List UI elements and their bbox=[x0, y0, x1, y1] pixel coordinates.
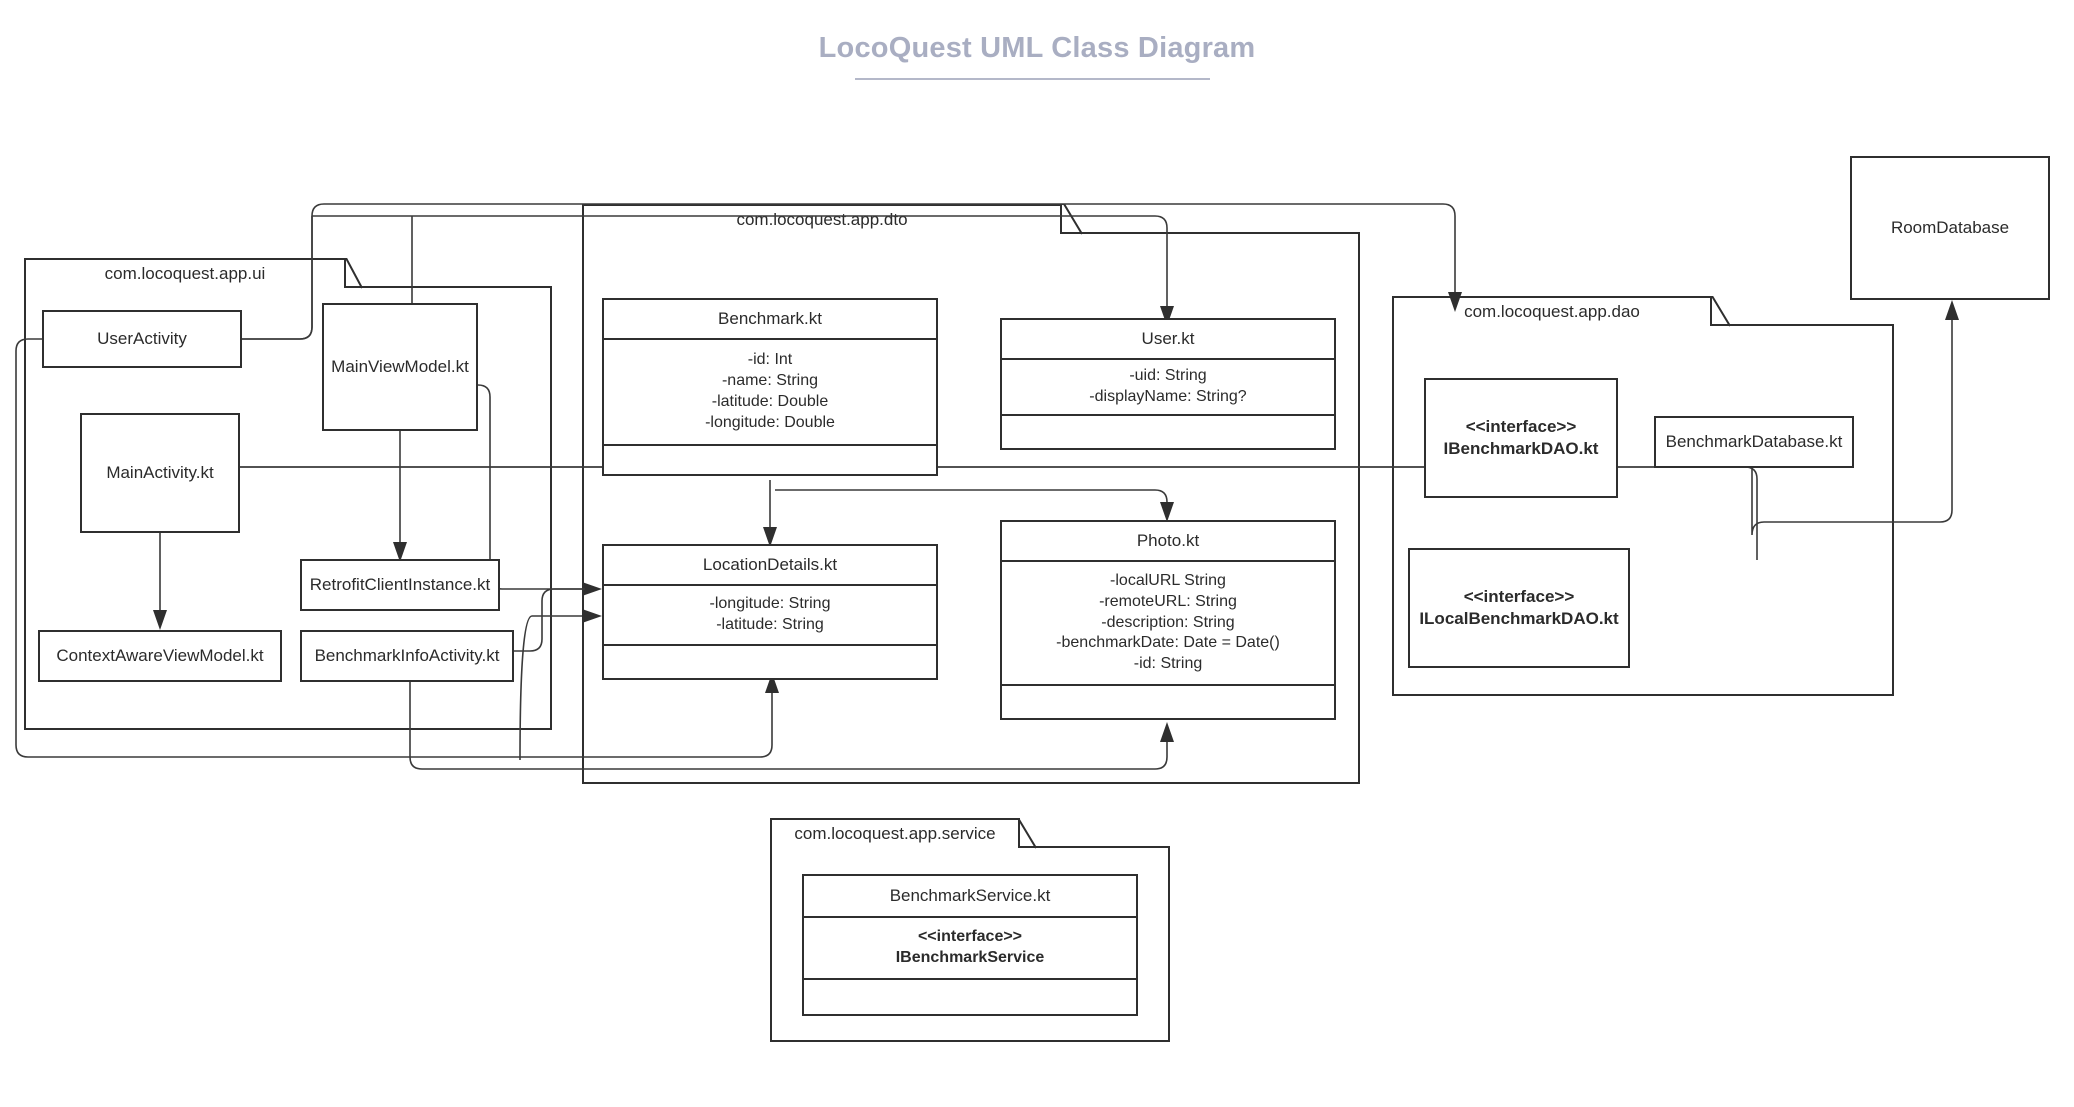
class-benchmark[interactable]: Benchmark.kt -id: Int -name: String -lat… bbox=[602, 298, 938, 476]
package-dto-label: com.locoquest.app.dto bbox=[736, 210, 908, 229]
class-location-details-title: LocationDetails.kt bbox=[702, 555, 838, 575]
class-user[interactable]: User.kt -uid: String -displayName: Strin… bbox=[1000, 318, 1336, 450]
class-benchmark-methods bbox=[604, 444, 936, 474]
package-dto-tab: com.locoquest.app.dto bbox=[582, 204, 1062, 234]
class-retrofit-client-instance[interactable]: RetrofitClientInstance.kt bbox=[300, 559, 500, 611]
class-benchmark-service[interactable]: BenchmarkService.kt <<interface>> IBenchm… bbox=[802, 874, 1138, 1016]
class-main-activity-label: MainActivity.kt bbox=[106, 462, 214, 482]
package-ui-label: com.locoquest.app.ui bbox=[104, 264, 266, 283]
class-benchmark-service-stereotype: <<interface>> bbox=[917, 928, 1023, 946]
class-main-activity[interactable]: MainActivity.kt bbox=[80, 413, 240, 533]
class-user-activity-label: UserActivity bbox=[97, 328, 187, 348]
class-photo-methods bbox=[1002, 684, 1334, 718]
class-room-database-label: RoomDatabase bbox=[1890, 217, 2010, 237]
class-main-view-model-label: MainViewModel.kt bbox=[331, 356, 469, 376]
interface-ilocal-benchmark-dao-stereotype: <<interface>> bbox=[1463, 586, 1575, 606]
class-benchmark-service-interface-name: IBenchmarkService bbox=[895, 949, 1045, 966]
class-benchmark-attributes: -id: Int -name: String -latitude: Double… bbox=[604, 338, 936, 444]
class-room-database[interactable]: RoomDatabase bbox=[1850, 156, 2050, 300]
package-service-label: com.locoquest.app.service bbox=[794, 824, 996, 843]
class-benchmark-service-methods bbox=[804, 978, 1136, 1014]
class-location-details[interactable]: LocationDetails.kt -longitude: String -l… bbox=[602, 544, 938, 680]
package-dao-tab: com.locoquest.app.dao bbox=[1392, 296, 1712, 326]
class-location-details-methods bbox=[604, 644, 936, 678]
class-benchmark-title: Benchmark.kt bbox=[718, 309, 822, 329]
class-user-activity[interactable]: UserActivity bbox=[42, 310, 242, 368]
class-benchmark-database-label: BenchmarkDatabase.kt bbox=[1665, 431, 1843, 451]
package-dao-tab-corner bbox=[1688, 295, 1731, 328]
class-context-aware-view-model-label: ContextAwareViewModel.kt bbox=[56, 645, 264, 665]
package-ui-tab-corner bbox=[322, 257, 363, 290]
class-main-view-model[interactable]: MainViewModel.kt bbox=[322, 303, 478, 431]
class-user-attributes: -uid: String -displayName: String? bbox=[1002, 358, 1334, 414]
class-user-methods bbox=[1002, 414, 1334, 448]
class-benchmark-service-title: BenchmarkService.kt bbox=[889, 886, 1051, 906]
interface-ibenchmark-dao-text: <<interface>> IBenchmarkDAO.kt bbox=[1444, 416, 1599, 460]
class-benchmark-service-interface: <<interface>> IBenchmarkService bbox=[804, 916, 1136, 978]
class-photo-title: Photo.kt bbox=[1136, 531, 1200, 551]
interface-ilocal-benchmark-dao[interactable]: <<interface>> ILocalBenchmarkDAO.kt bbox=[1408, 548, 1630, 668]
package-dto-tab-corner bbox=[1038, 203, 1083, 236]
class-retrofit-client-instance-label: RetrofitClientInstance.kt bbox=[309, 574, 491, 594]
class-benchmark-service-stereotype-wrap: <<interface>> IBenchmarkService bbox=[896, 927, 1045, 969]
interface-ibenchmark-dao-stereotype: <<interface>> bbox=[1465, 416, 1577, 436]
class-context-aware-view-model[interactable]: ContextAwareViewModel.kt bbox=[38, 630, 282, 682]
title-underline bbox=[855, 78, 1210, 80]
class-benchmark-info-activity-label: BenchmarkInfoActivity.kt bbox=[314, 645, 500, 665]
package-service-tab-corner bbox=[996, 817, 1037, 850]
interface-ibenchmark-dao[interactable]: <<interface>> IBenchmarkDAO.kt bbox=[1424, 378, 1618, 498]
package-dao-label: com.locoquest.app.dao bbox=[1464, 302, 1640, 321]
class-photo-attributes: -localURL String -remoteURL: String -des… bbox=[1002, 560, 1334, 684]
class-location-details-attributes: -longitude: String -latitude: String bbox=[604, 584, 936, 644]
interface-ilocal-benchmark-dao-text: <<interface>> ILocalBenchmarkDAO.kt bbox=[1419, 586, 1618, 630]
class-user-title: User.kt bbox=[1141, 329, 1195, 349]
class-benchmark-info-activity[interactable]: BenchmarkInfoActivity.kt bbox=[300, 630, 514, 682]
interface-ilocal-benchmark-dao-label: ILocalBenchmarkDAO.kt bbox=[1419, 609, 1619, 628]
class-benchmark-database[interactable]: BenchmarkDatabase.kt bbox=[1654, 416, 1854, 468]
class-photo[interactable]: Photo.kt -localURL String -remoteURL: St… bbox=[1000, 520, 1336, 720]
package-ui-tab: com.locoquest.app.ui bbox=[24, 258, 346, 288]
page-title: LocoQuest UML Class Diagram bbox=[818, 32, 1256, 64]
interface-ibenchmark-dao-label: IBenchmarkDAO.kt bbox=[1443, 439, 1599, 458]
package-service-tab: com.locoquest.app.service bbox=[770, 818, 1020, 848]
